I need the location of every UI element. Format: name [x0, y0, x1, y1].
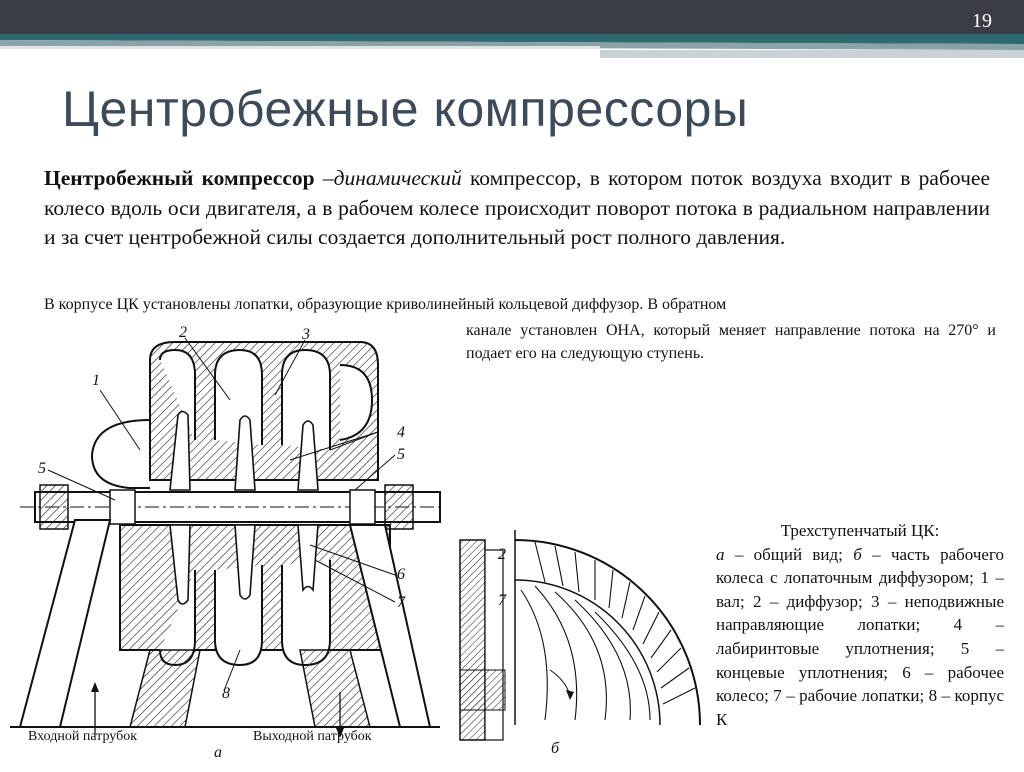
paragraph-line-2: канале установлен ОНА, который меняет на…	[466, 322, 996, 362]
callout-5-left: 5	[38, 460, 46, 477]
callout-4: 4	[397, 424, 405, 441]
caption-a-text: – общий вид;	[724, 544, 854, 564]
callout-2: 2	[179, 324, 187, 341]
callout-b-7: 7	[498, 592, 506, 609]
callout-b-2: 2	[498, 546, 506, 563]
definition-dash: –	[314, 166, 334, 190]
callout-3: 3	[302, 326, 310, 343]
inlet-label: Входной патрубок	[28, 729, 138, 744]
definition-paragraph: Центробежный компрессор –динамический ко…	[44, 164, 990, 253]
view-b-label: б	[551, 740, 560, 757]
compressor-section-drawing: 1 2 3 4 5 5 6 7 8 Входной патрубок Выход…	[0, 320, 450, 767]
impeller-diffuser-svg	[459, 530, 701, 741]
figure-caption: Трехступенчатый ЦК: а – общий вид; б – ч…	[716, 519, 1004, 731]
callout-7: 7	[397, 594, 405, 611]
outlet-label: Выходной патрубок	[253, 729, 372, 744]
impeller-diffuser-drawing: 2 7 б	[455, 520, 705, 767]
caption-b-text: – часть рабочего колеса с лопаточным диф…	[716, 544, 1004, 729]
definition-kind: динамический	[333, 166, 462, 190]
callout-5-right: 5	[397, 446, 405, 463]
slide-title: Центробежные компрессоры	[62, 81, 749, 137]
page-number: 19	[972, 10, 992, 32]
header-bar: 19	[0, 0, 1024, 68]
header-stripes	[0, 0, 1024, 58]
callout-6: 6	[397, 566, 405, 583]
definition-text: компрессор, в котором поток воздуха вход…	[44, 166, 991, 249]
paragraph-line-1: В корпусе ЦК установлены лопатки, образу…	[44, 296, 727, 313]
caption-a-letter: а	[716, 544, 725, 564]
caption-b-letter: б	[853, 544, 862, 564]
definition-term: Центробежный компрессор	[44, 166, 315, 190]
callout-1: 1	[92, 372, 100, 389]
callout-8: 8	[222, 685, 230, 702]
view-a-label: а	[214, 744, 222, 761]
caption-title: Трехступенчатый ЦК:	[780, 521, 940, 540]
compressor-section-svg	[10, 337, 445, 738]
